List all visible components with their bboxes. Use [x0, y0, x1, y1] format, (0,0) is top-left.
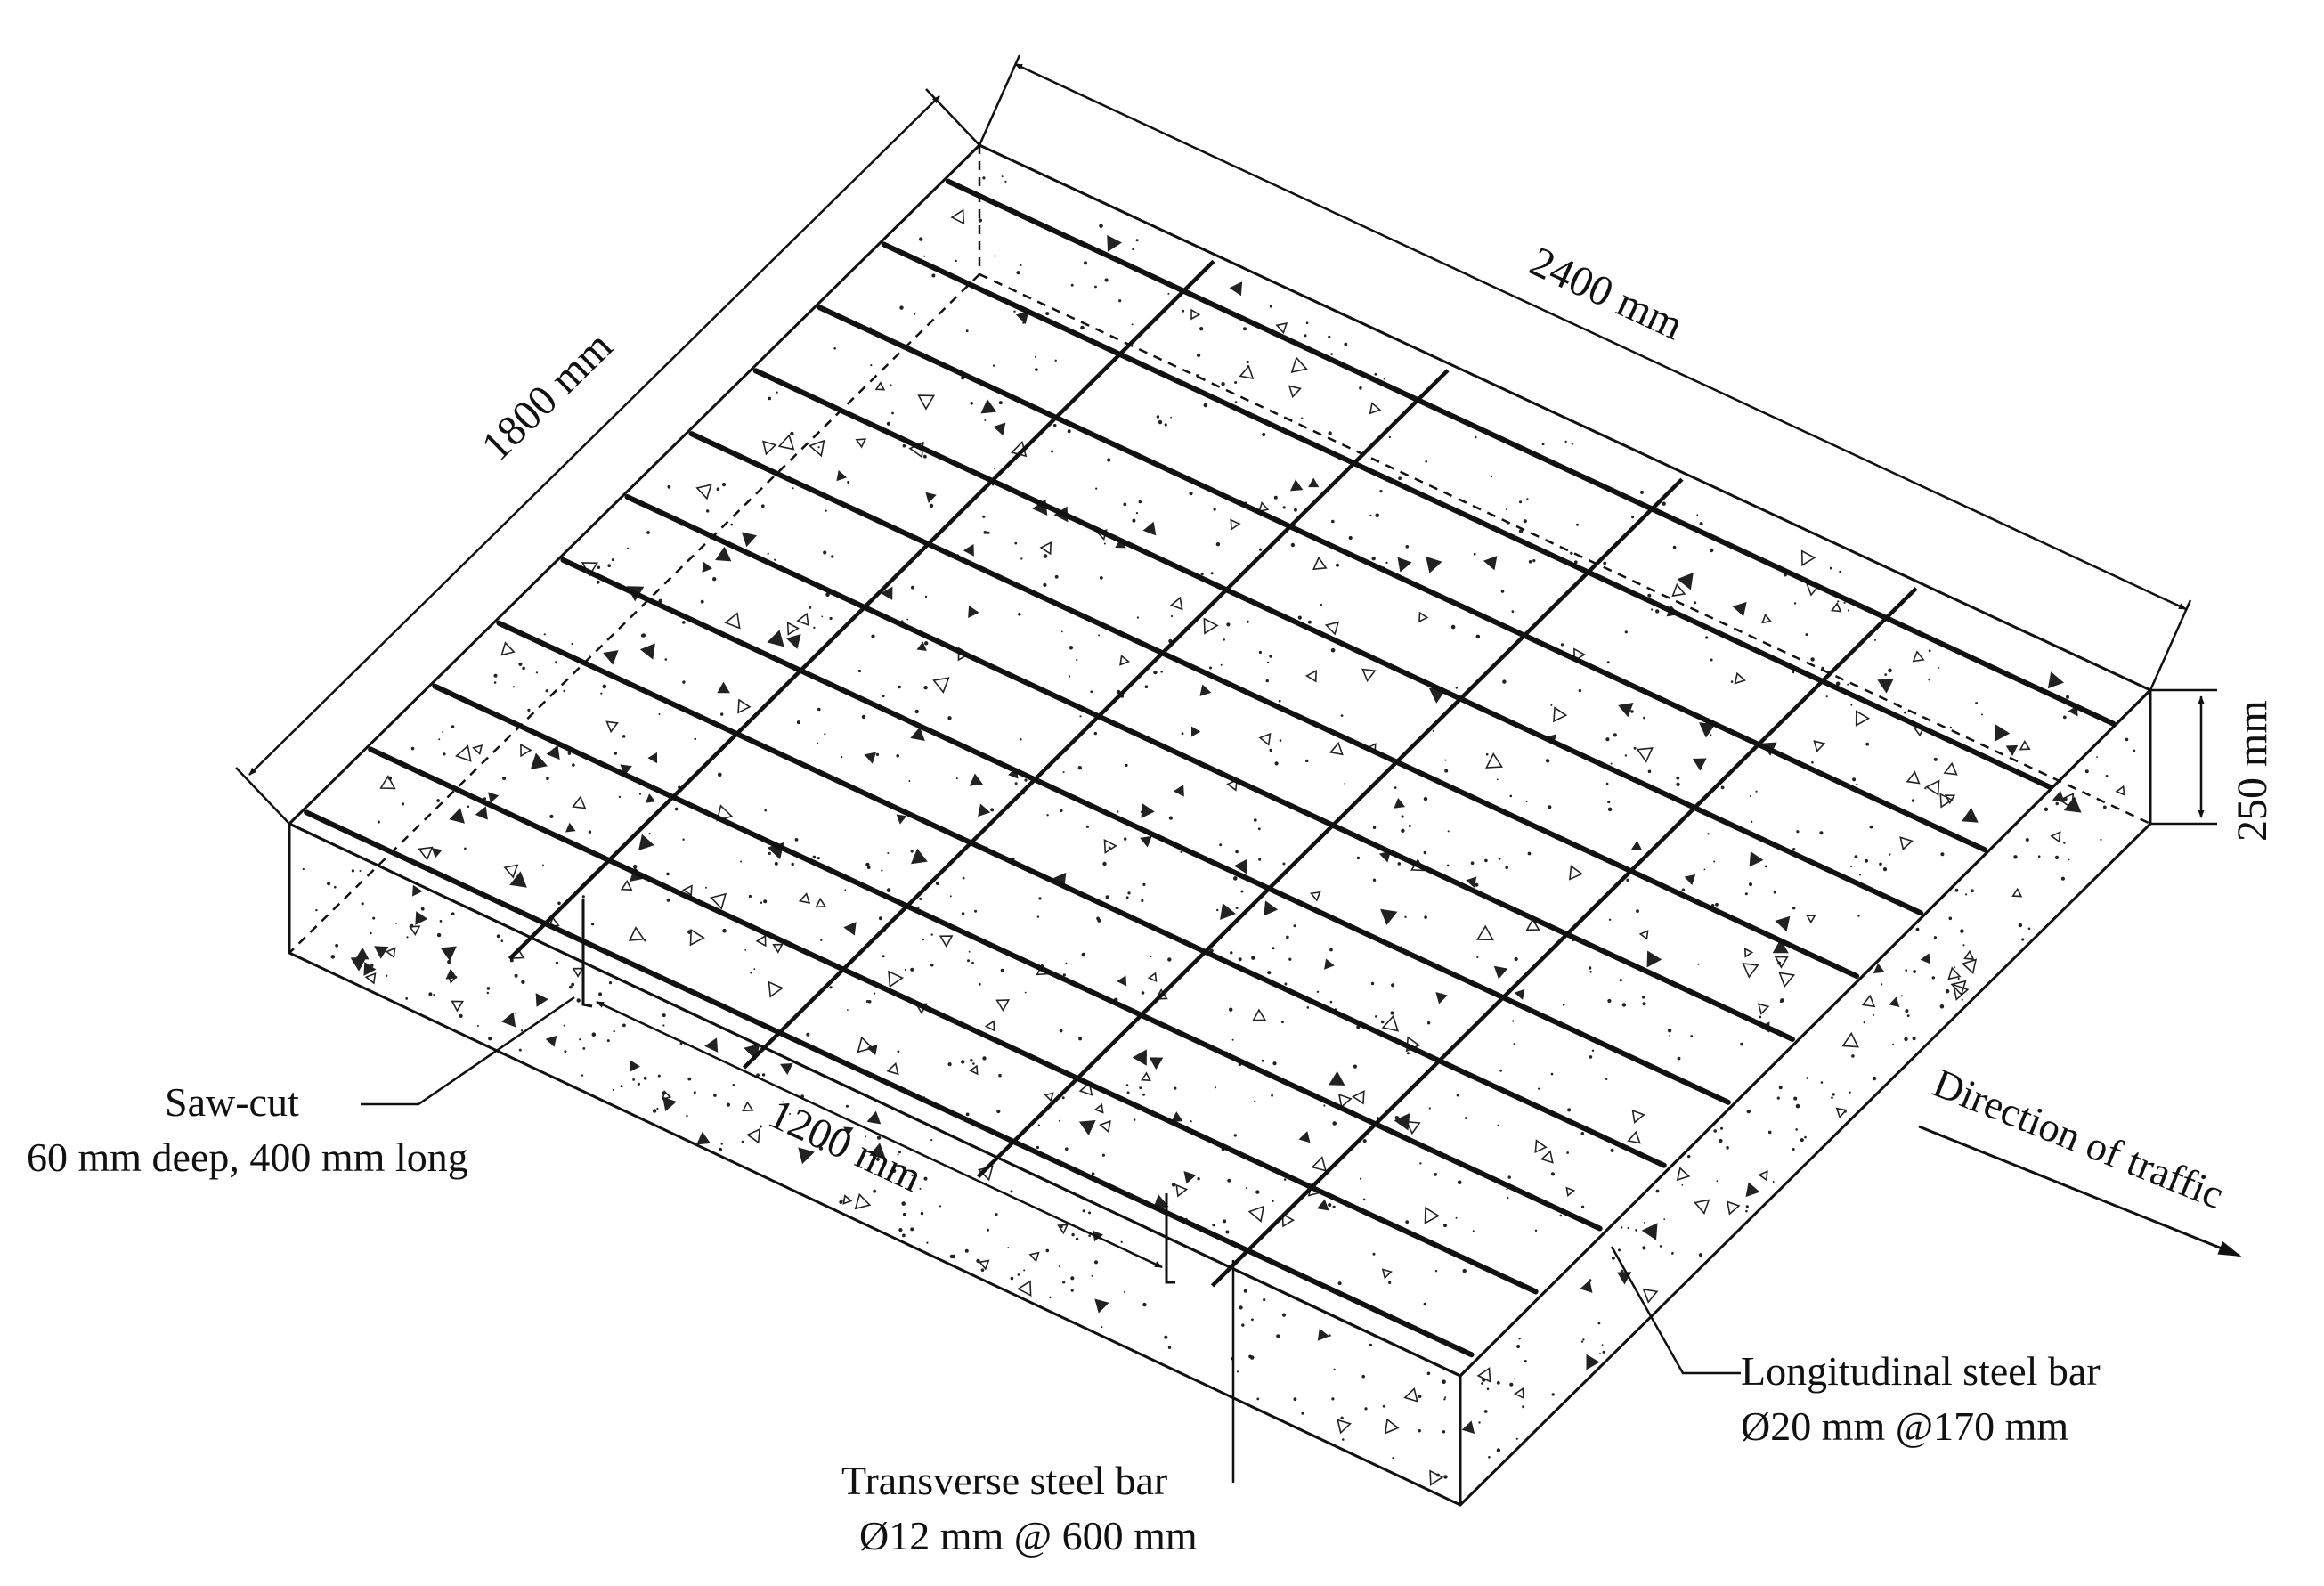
transverse-bar: [508, 259, 1215, 961]
saw-cut-spacing-dimension-line: [596, 1000, 1163, 1269]
longitudinal-bar: [560, 557, 1731, 1105]
saw-cuts: [581, 899, 1175, 1284]
thickness-label: 250 mm: [2229, 700, 2276, 842]
longitudinal-bar: [368, 746, 1539, 1295]
longitudinal-bar: [432, 683, 1603, 1232]
saw-cut-title: Saw-cut: [165, 1079, 299, 1125]
traffic-direction-arrow: [1918, 1125, 2242, 1257]
slab-top-face: [288, 143, 2152, 1378]
longitudinal-bar: [752, 368, 1924, 916]
longitudinal-leader: [1610, 1246, 1741, 1375]
transverse-detail: Ø12 mm @ 600 mm: [859, 1513, 1198, 1558]
longitudinal-detail: Ø20 mm @170 mm: [1741, 1403, 2068, 1449]
saw-cut-right: [1165, 1193, 1175, 1284]
longitudinal-bar: [304, 809, 1475, 1358]
length-dimension: [978, 54, 2192, 691]
transverse-bar: [1210, 587, 1918, 1288]
longitudinal-bar: [496, 620, 1667, 1168]
longitudinal-bar: [688, 431, 1859, 980]
saw-cut-left: [581, 899, 593, 1008]
transverse-title: Transverse steel bar: [841, 1458, 1167, 1503]
length-dimension-line: [1014, 62, 2187, 611]
saw-cut-detail: 60 mm deep, 400 mm long: [27, 1135, 468, 1180]
longitudinal-bar: [817, 305, 1988, 853]
width-dimension: [235, 88, 980, 825]
width-dimension-line: [248, 95, 940, 776]
longitudinal-bar: [624, 494, 1795, 1042]
length-label: 2400 mm: [1523, 238, 1690, 349]
traffic-direction-label: Direction of traffic: [1927, 1060, 2230, 1217]
thickness-dimension: [2150, 688, 2217, 826]
saw-cut-leader: [361, 996, 575, 1106]
transverse-bar: [742, 369, 1450, 1070]
transverse-bar: [976, 477, 1684, 1179]
longitudinal-title: Longitudinal steel bar: [1741, 1348, 2101, 1394]
width-label: 1800 mm: [473, 322, 622, 470]
